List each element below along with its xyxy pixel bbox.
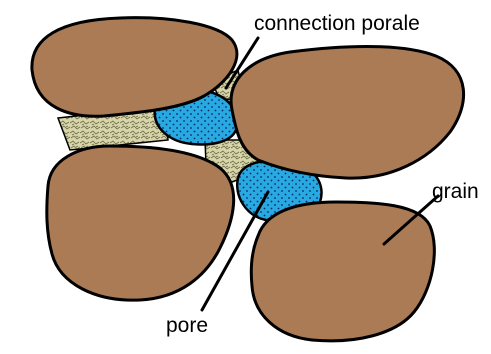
grain-bottom-left <box>47 146 234 300</box>
connection-label: connection porale <box>254 12 420 35</box>
grain-top-right <box>231 47 464 179</box>
grain-label: grain <box>432 180 479 203</box>
pore-label: pore <box>166 314 208 337</box>
